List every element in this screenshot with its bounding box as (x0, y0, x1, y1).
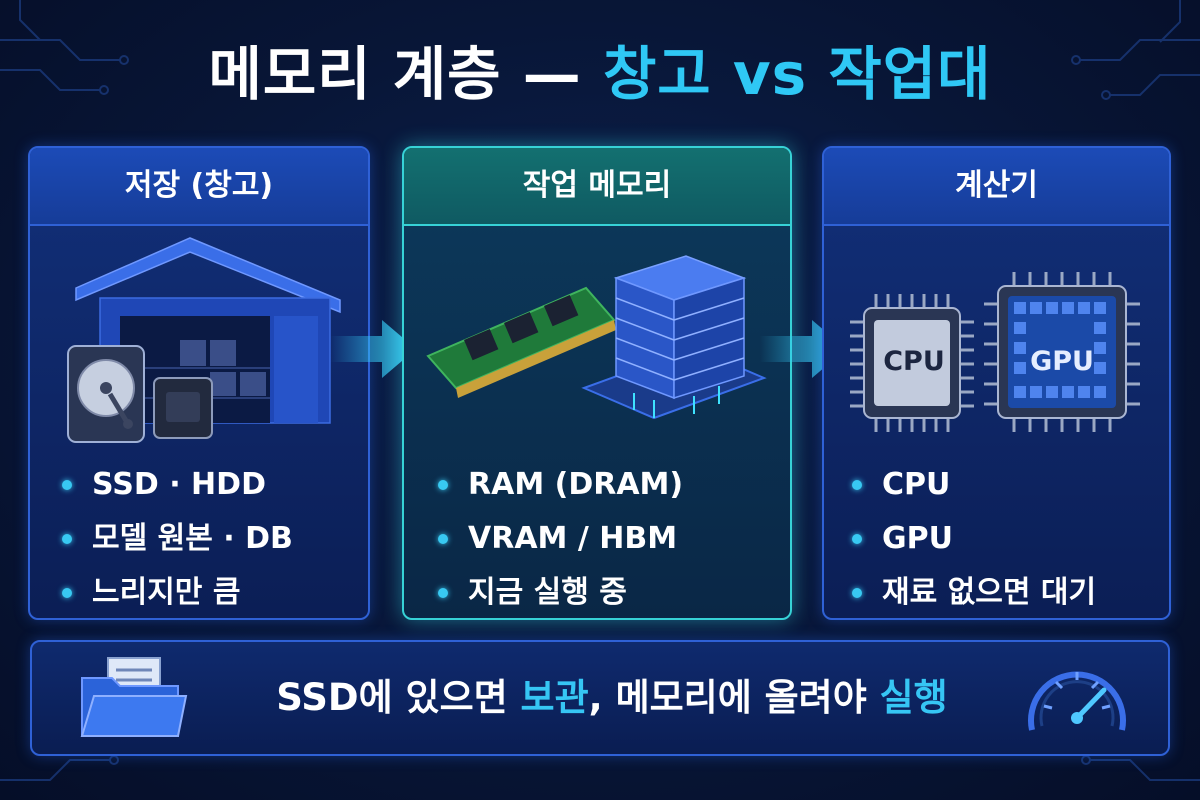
list-item: CPU (848, 458, 1096, 512)
storage-illustration (67, 237, 341, 443)
folder-icon (80, 657, 188, 737)
page-title: 메모리 계층 — 창고 vs 작업대 (0, 34, 1200, 114)
list-item: VRAM / HBM (434, 512, 683, 566)
list-item: 느리지만 큼 (58, 566, 293, 618)
list-item: SSD · HDD (58, 458, 293, 512)
ssd-icon (153, 377, 213, 439)
summary-banner: SSD에 있으면 보관, 메모리에 올려야 실행 (30, 640, 1170, 756)
working-memory-panel: 작업 메모리 (402, 146, 792, 620)
memory-illustration (426, 255, 767, 420)
storage-panel-heading: 저장 (창고) (30, 148, 368, 226)
ram-module-icon (426, 286, 616, 398)
cpu-label: CPU (883, 346, 945, 377)
speedometer-icon (1028, 671, 1126, 731)
hbm-stack-icon (581, 255, 767, 420)
list-item: 지금 실행 중 (434, 566, 683, 618)
gpu-chip-icon (984, 272, 1140, 432)
list-item: 재료 없으면 대기 (848, 566, 1096, 618)
highlight-keep: 보관 (520, 676, 589, 719)
highlight-run: 실행 (879, 676, 948, 719)
summary-text: SSD에 있으면 보관, 메모리에 올려야 실행 (276, 676, 948, 719)
compute-panel: 계산기 (822, 146, 1171, 620)
storage-panel: 저장 (창고) SSD · HDD (28, 146, 370, 620)
list-item: GPU (848, 512, 1096, 566)
working-memory-panel-heading: 작업 메모리 (404, 148, 790, 226)
cpu-chip-icon (850, 294, 974, 432)
arrow-right-icon (330, 320, 416, 378)
hard-disk-icon (67, 345, 145, 443)
compute-illustration (850, 272, 1140, 432)
title-main: 메모리 계층 — (208, 40, 603, 108)
compute-bullet-list: CPU GPU 재료 없으면 대기 (848, 458, 1096, 618)
working-memory-bullet-list: RAM (DRAM) VRAM / HBM 지금 실행 중 (434, 458, 683, 618)
title-highlight: 창고 vs 작업대 (602, 40, 992, 108)
list-item: RAM (DRAM) (434, 458, 683, 512)
gpu-label: GPU (1030, 346, 1094, 377)
storage-bullet-list: SSD · HDD 모델 원본 · DB 느리지만 큼 (58, 458, 293, 618)
compute-panel-heading: 계산기 (824, 148, 1169, 226)
list-item: 모델 원본 · DB (58, 512, 293, 566)
